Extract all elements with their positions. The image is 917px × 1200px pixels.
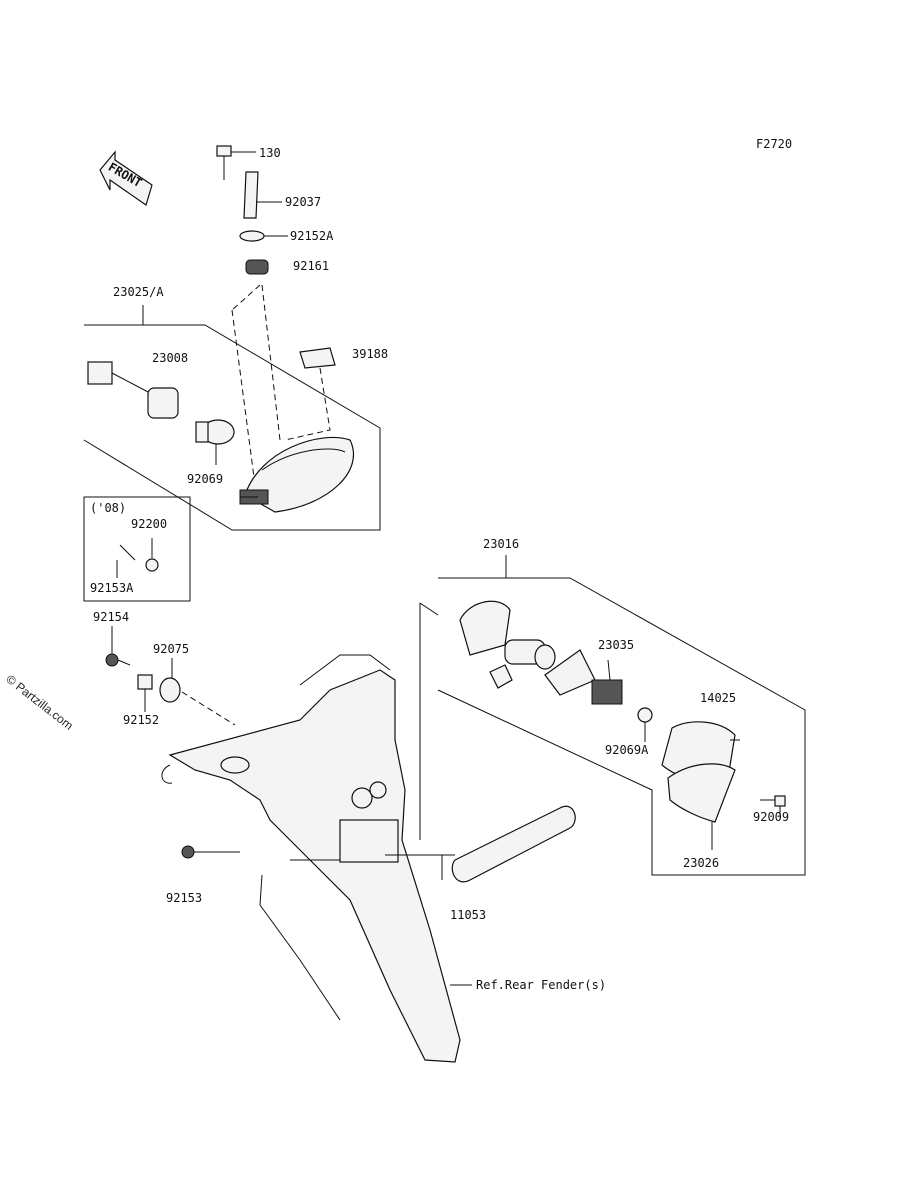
label-39188-part xyxy=(284,347,336,441)
part-label-92161: 92161 xyxy=(293,259,330,273)
part-label-23008: 23008 xyxy=(152,351,189,365)
part-label-14025: 14025 xyxy=(700,691,737,705)
part-label-92009: 92009 xyxy=(753,810,790,824)
part-label-92075: 92075 xyxy=(153,642,190,656)
tail-light-assembly-frame xyxy=(83,284,381,531)
tail-light-housing-part xyxy=(239,436,355,513)
part-label-39188: 39188 xyxy=(352,347,389,361)
year-08-box xyxy=(83,496,191,602)
part-label-92200: 92200 xyxy=(131,517,168,531)
cover-23026-part xyxy=(667,763,736,850)
figure-id: F2720 xyxy=(756,137,793,151)
part-label-130: 130 xyxy=(259,146,281,160)
front-arrow xyxy=(99,150,153,206)
part-label-08: ('08) xyxy=(90,501,127,515)
part-label-23016: 23016 xyxy=(483,537,520,551)
collar-92152a-part xyxy=(239,230,288,242)
rear-fender-subframe xyxy=(161,654,461,1063)
mounting-hardware-parts xyxy=(105,626,236,726)
socket-23008-part xyxy=(87,361,179,419)
ref-rear-fender-label: Ref.Rear Fender(s) xyxy=(476,978,607,992)
part-label-92069a: 92069A xyxy=(605,743,649,757)
part-label-92153a: 92153A xyxy=(90,581,134,595)
part-label-92154: 92154 xyxy=(93,610,130,624)
license-lamp-assembly-frame xyxy=(419,555,806,876)
part-label-92153: 92153 xyxy=(166,891,203,905)
part-label-92037: 92037 xyxy=(285,195,322,209)
bracket-92037-part xyxy=(243,171,282,219)
bulb-92069-part xyxy=(195,419,235,465)
part-label-11053: 11053 xyxy=(450,908,487,922)
bolt-92153-part xyxy=(181,845,240,859)
part-label-92069: 92069 xyxy=(187,472,224,486)
part-label-92152: 92152 xyxy=(123,713,160,727)
part-label-92152a: 92152A xyxy=(290,229,334,243)
part-label-23025a: 23025/A xyxy=(113,285,164,299)
grommet-92161-part xyxy=(245,259,269,275)
bracket-11053-part xyxy=(385,805,576,883)
license-lamp-parts xyxy=(459,600,653,742)
part-label-23035: 23035 xyxy=(598,638,635,652)
part-label-23026: 23026 xyxy=(683,856,720,870)
bolt-130-part xyxy=(216,145,256,180)
